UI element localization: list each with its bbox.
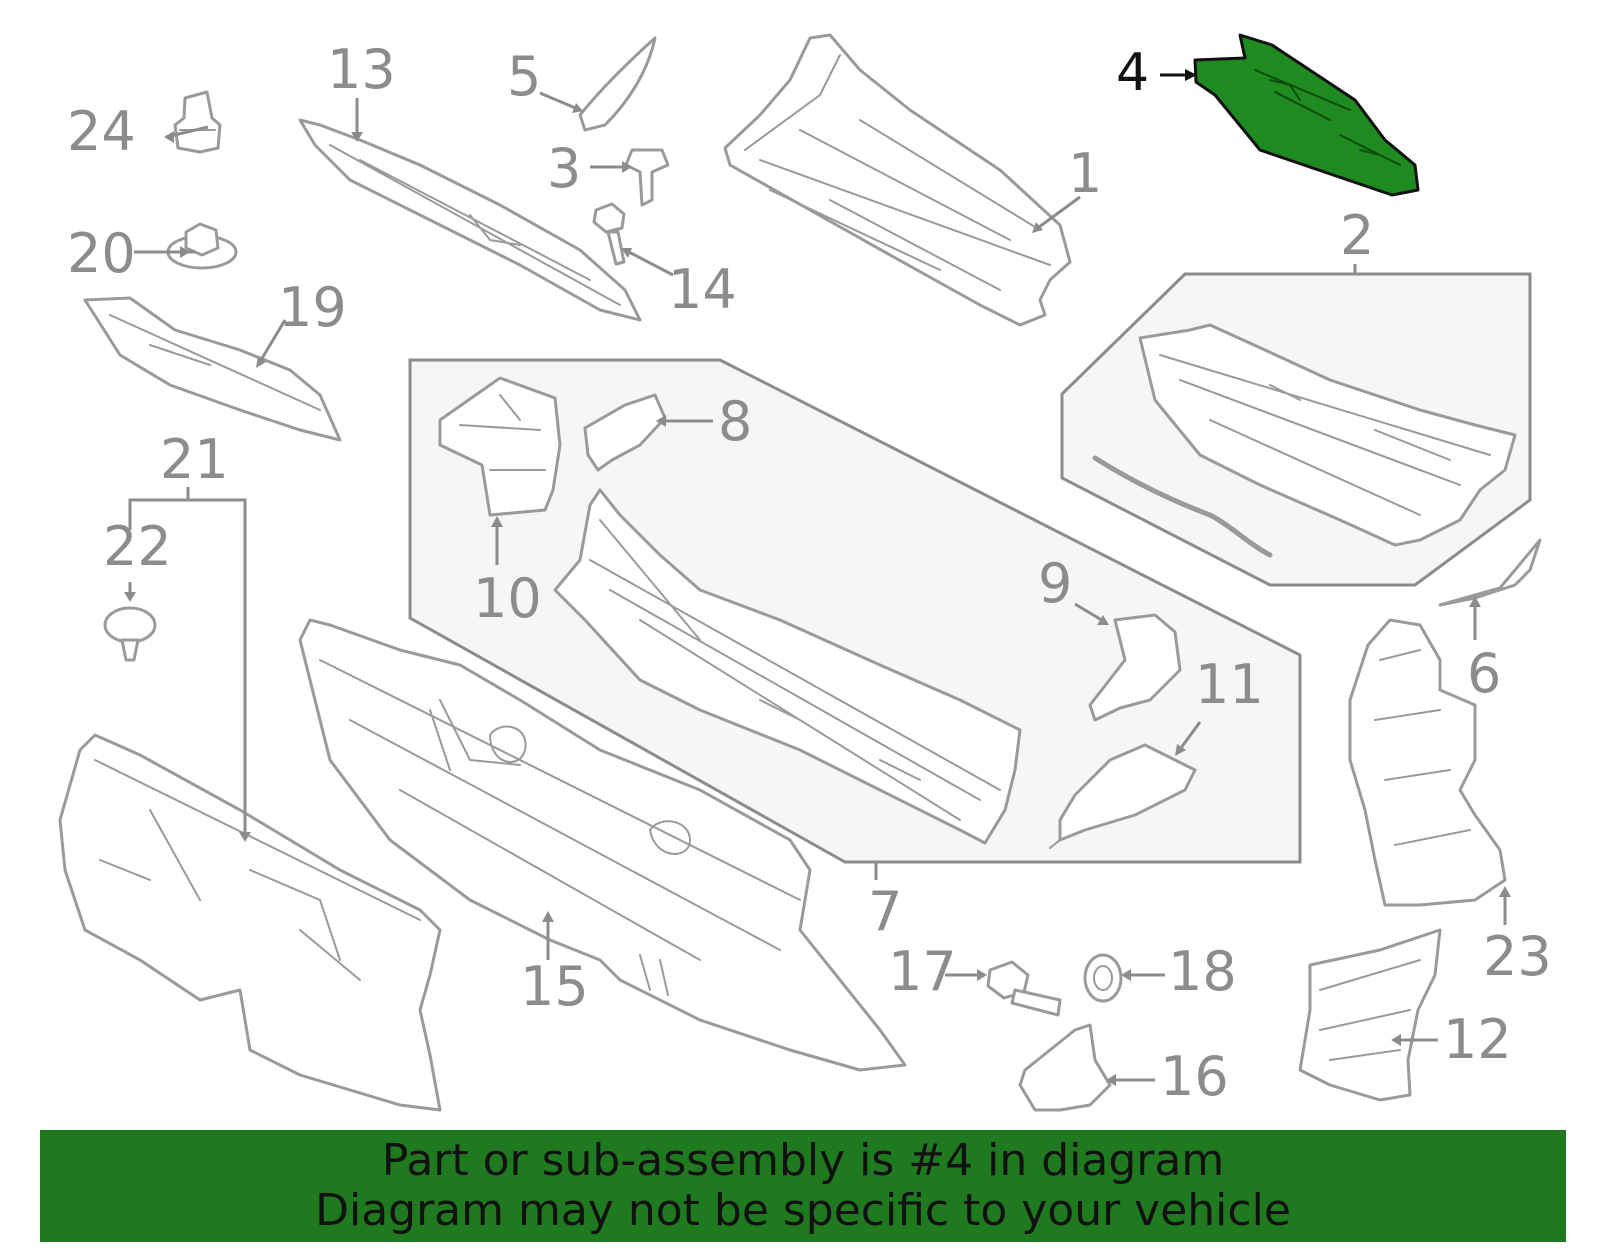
part-9[interactable] (1088, 613, 1182, 722)
part-4-highlighted[interactable] (1193, 33, 1420, 197)
callout-8: 8 (718, 390, 752, 453)
callout-15: 15 (520, 955, 589, 1018)
arrow-heads (124, 69, 1511, 1086)
part-12[interactable] (1298, 928, 1442, 1102)
callout-5: 5 (507, 45, 541, 108)
callout-2: 2 (1340, 204, 1374, 267)
callout-22: 22 (103, 515, 172, 578)
info-banner: Part or sub-assembly is #4 in diagram Di… (40, 1130, 1566, 1242)
part-14[interactable] (592, 202, 626, 266)
callout-7: 7 (868, 880, 902, 943)
part-8[interactable] (583, 393, 667, 472)
callout-11: 11 (1195, 653, 1264, 716)
callout-3: 3 (547, 137, 581, 200)
part-17[interactable] (986, 960, 1062, 1017)
group-box-7 (408, 358, 1302, 864)
part-21[interactable] (58, 733, 442, 1112)
part-3[interactable] (624, 148, 670, 207)
part-15[interactable] (298, 618, 907, 1072)
callout-12: 12 (1443, 1008, 1512, 1071)
part-23[interactable] (1348, 618, 1507, 907)
callout-16: 16 (1160, 1045, 1229, 1108)
callout-10: 10 (473, 567, 542, 630)
callout-6: 6 (1467, 642, 1501, 705)
leader-lines (128, 73, 1507, 1082)
part-1[interactable] (723, 33, 1072, 327)
callout-4: 4 (1116, 43, 1149, 103)
callout-9: 9 (1038, 552, 1072, 615)
part-16[interactable] (1018, 1023, 1112, 1112)
banner-line-2: Diagram may not be specific to your vehi… (315, 1185, 1291, 1236)
part-24[interactable] (173, 90, 222, 154)
callout-20: 20 (67, 222, 136, 285)
callout-23: 23 (1483, 925, 1552, 988)
callout-13: 13 (327, 38, 396, 101)
part-22[interactable] (103, 606, 157, 662)
part-11[interactable] (1049, 743, 1197, 849)
callout-21: 21 (160, 428, 229, 491)
callout-14: 14 (668, 258, 737, 321)
part-19[interactable] (83, 296, 342, 442)
callout-17: 17 (888, 940, 957, 1003)
callout-19: 19 (278, 276, 347, 339)
part-2[interactable] (1092, 323, 1517, 558)
callout-18: 18 (1168, 940, 1237, 1003)
callout-labels: 24 20 13 5 3 14 19 1 4 2 21 22 8 10 9 6 … (67, 38, 1552, 1108)
part-18[interactable] (1083, 953, 1123, 1003)
part-13[interactable] (298, 118, 642, 322)
part-7[interactable] (553, 488, 1022, 845)
part-10[interactable] (438, 376, 562, 517)
callout-24: 24 (67, 100, 136, 163)
banner-line-1: Part or sub-assembly is #4 in diagram (381, 1135, 1225, 1186)
callout-1: 1 (1068, 142, 1102, 205)
part-20[interactable] (166, 222, 238, 270)
part-5[interactable] (578, 36, 657, 132)
